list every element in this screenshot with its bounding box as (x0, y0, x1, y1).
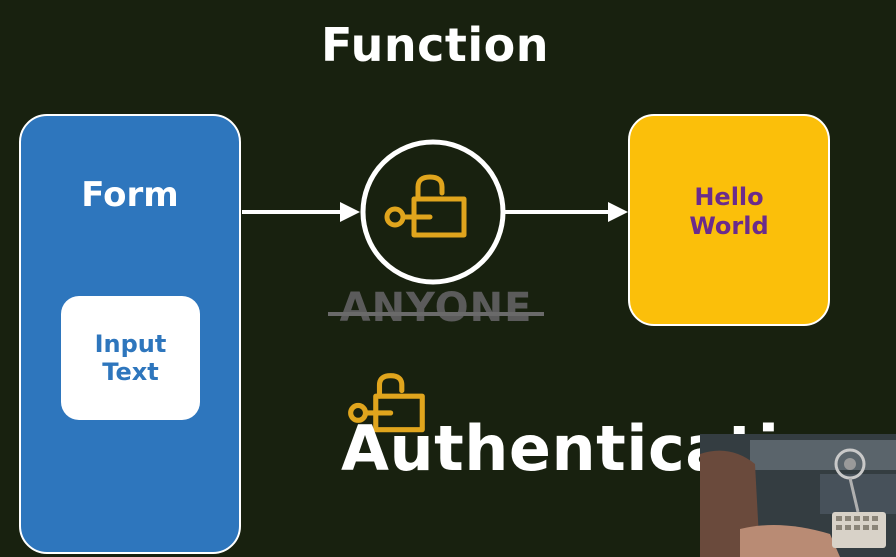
webcam-scene (700, 434, 896, 557)
output-box: Hello World (628, 114, 830, 326)
function-node-circle (360, 139, 506, 285)
open-lock-key-icon (384, 174, 467, 238)
open-lock-key-icon (348, 373, 425, 433)
output-label: Hello World (689, 183, 769, 240)
webcam-overlay (700, 434, 896, 557)
input-text-box: Input Text (61, 296, 200, 420)
anyone-strikethrough (328, 312, 544, 316)
form-to-function-arrowhead (340, 202, 360, 222)
function-to-output-arrowhead (608, 202, 628, 222)
input-text-label: Input Text (94, 330, 167, 386)
form-label: Form (81, 175, 179, 215)
anyone-label: ANYONE (339, 285, 533, 331)
diagram-title: Function (320, 18, 549, 72)
